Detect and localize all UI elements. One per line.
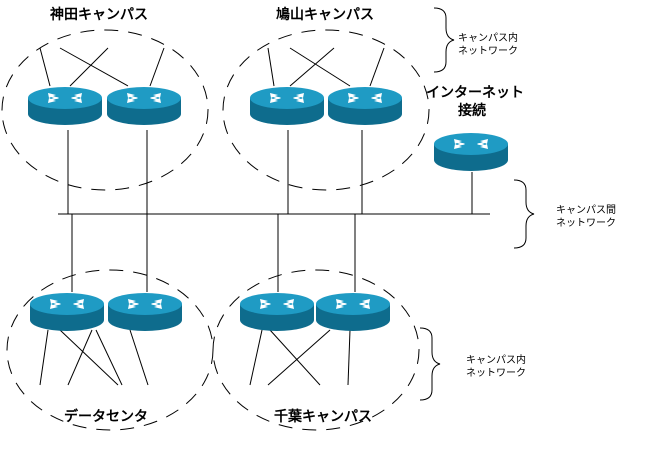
kanda-campus-boundary: [1, 29, 209, 191]
chiba-campus-label: 千葉キャンパス: [274, 409, 372, 425]
brace-inter: [513, 179, 535, 249]
note-line: ネットワーク: [466, 368, 526, 379]
router-icon: [316, 293, 390, 331]
router-icon: [250, 87, 324, 125]
router-icon: [434, 133, 508, 171]
inter-network-note: キャンパス間 ネットワーク: [556, 204, 616, 230]
router-icon: [240, 293, 314, 331]
note-line: ネットワーク: [458, 46, 518, 57]
datacenter-label: データセンタ: [64, 409, 148, 425]
hatoyama-campus-label: 鳩山キャンパス: [276, 7, 374, 23]
router-icon: [107, 87, 181, 125]
hatoyama-campus-boundary: [222, 29, 430, 191]
brace-intra-bottom: [419, 327, 441, 401]
note-line: ネットワーク: [556, 218, 616, 229]
internet-label-line2: 接続: [458, 103, 486, 119]
router-icon: [28, 87, 102, 125]
note-line: キャンパス間: [556, 205, 616, 216]
router-icon: [30, 293, 104, 331]
router-icon: [108, 293, 182, 331]
kanda-campus-label: 神田キャンパス: [50, 7, 148, 23]
note-line: キャンパス内: [466, 355, 526, 366]
chiba-campus-boundary: [212, 269, 420, 431]
intra-network-note-top: キャンパス内 ネットワーク: [458, 32, 518, 58]
router-icon: [328, 87, 402, 125]
internet-label-line1: インターネット: [426, 85, 524, 101]
note-line: キャンパス内: [458, 33, 518, 44]
brace-intra-top: [433, 7, 455, 73]
intra-network-note-bottom: キャンパス内 ネットワーク: [466, 354, 526, 380]
